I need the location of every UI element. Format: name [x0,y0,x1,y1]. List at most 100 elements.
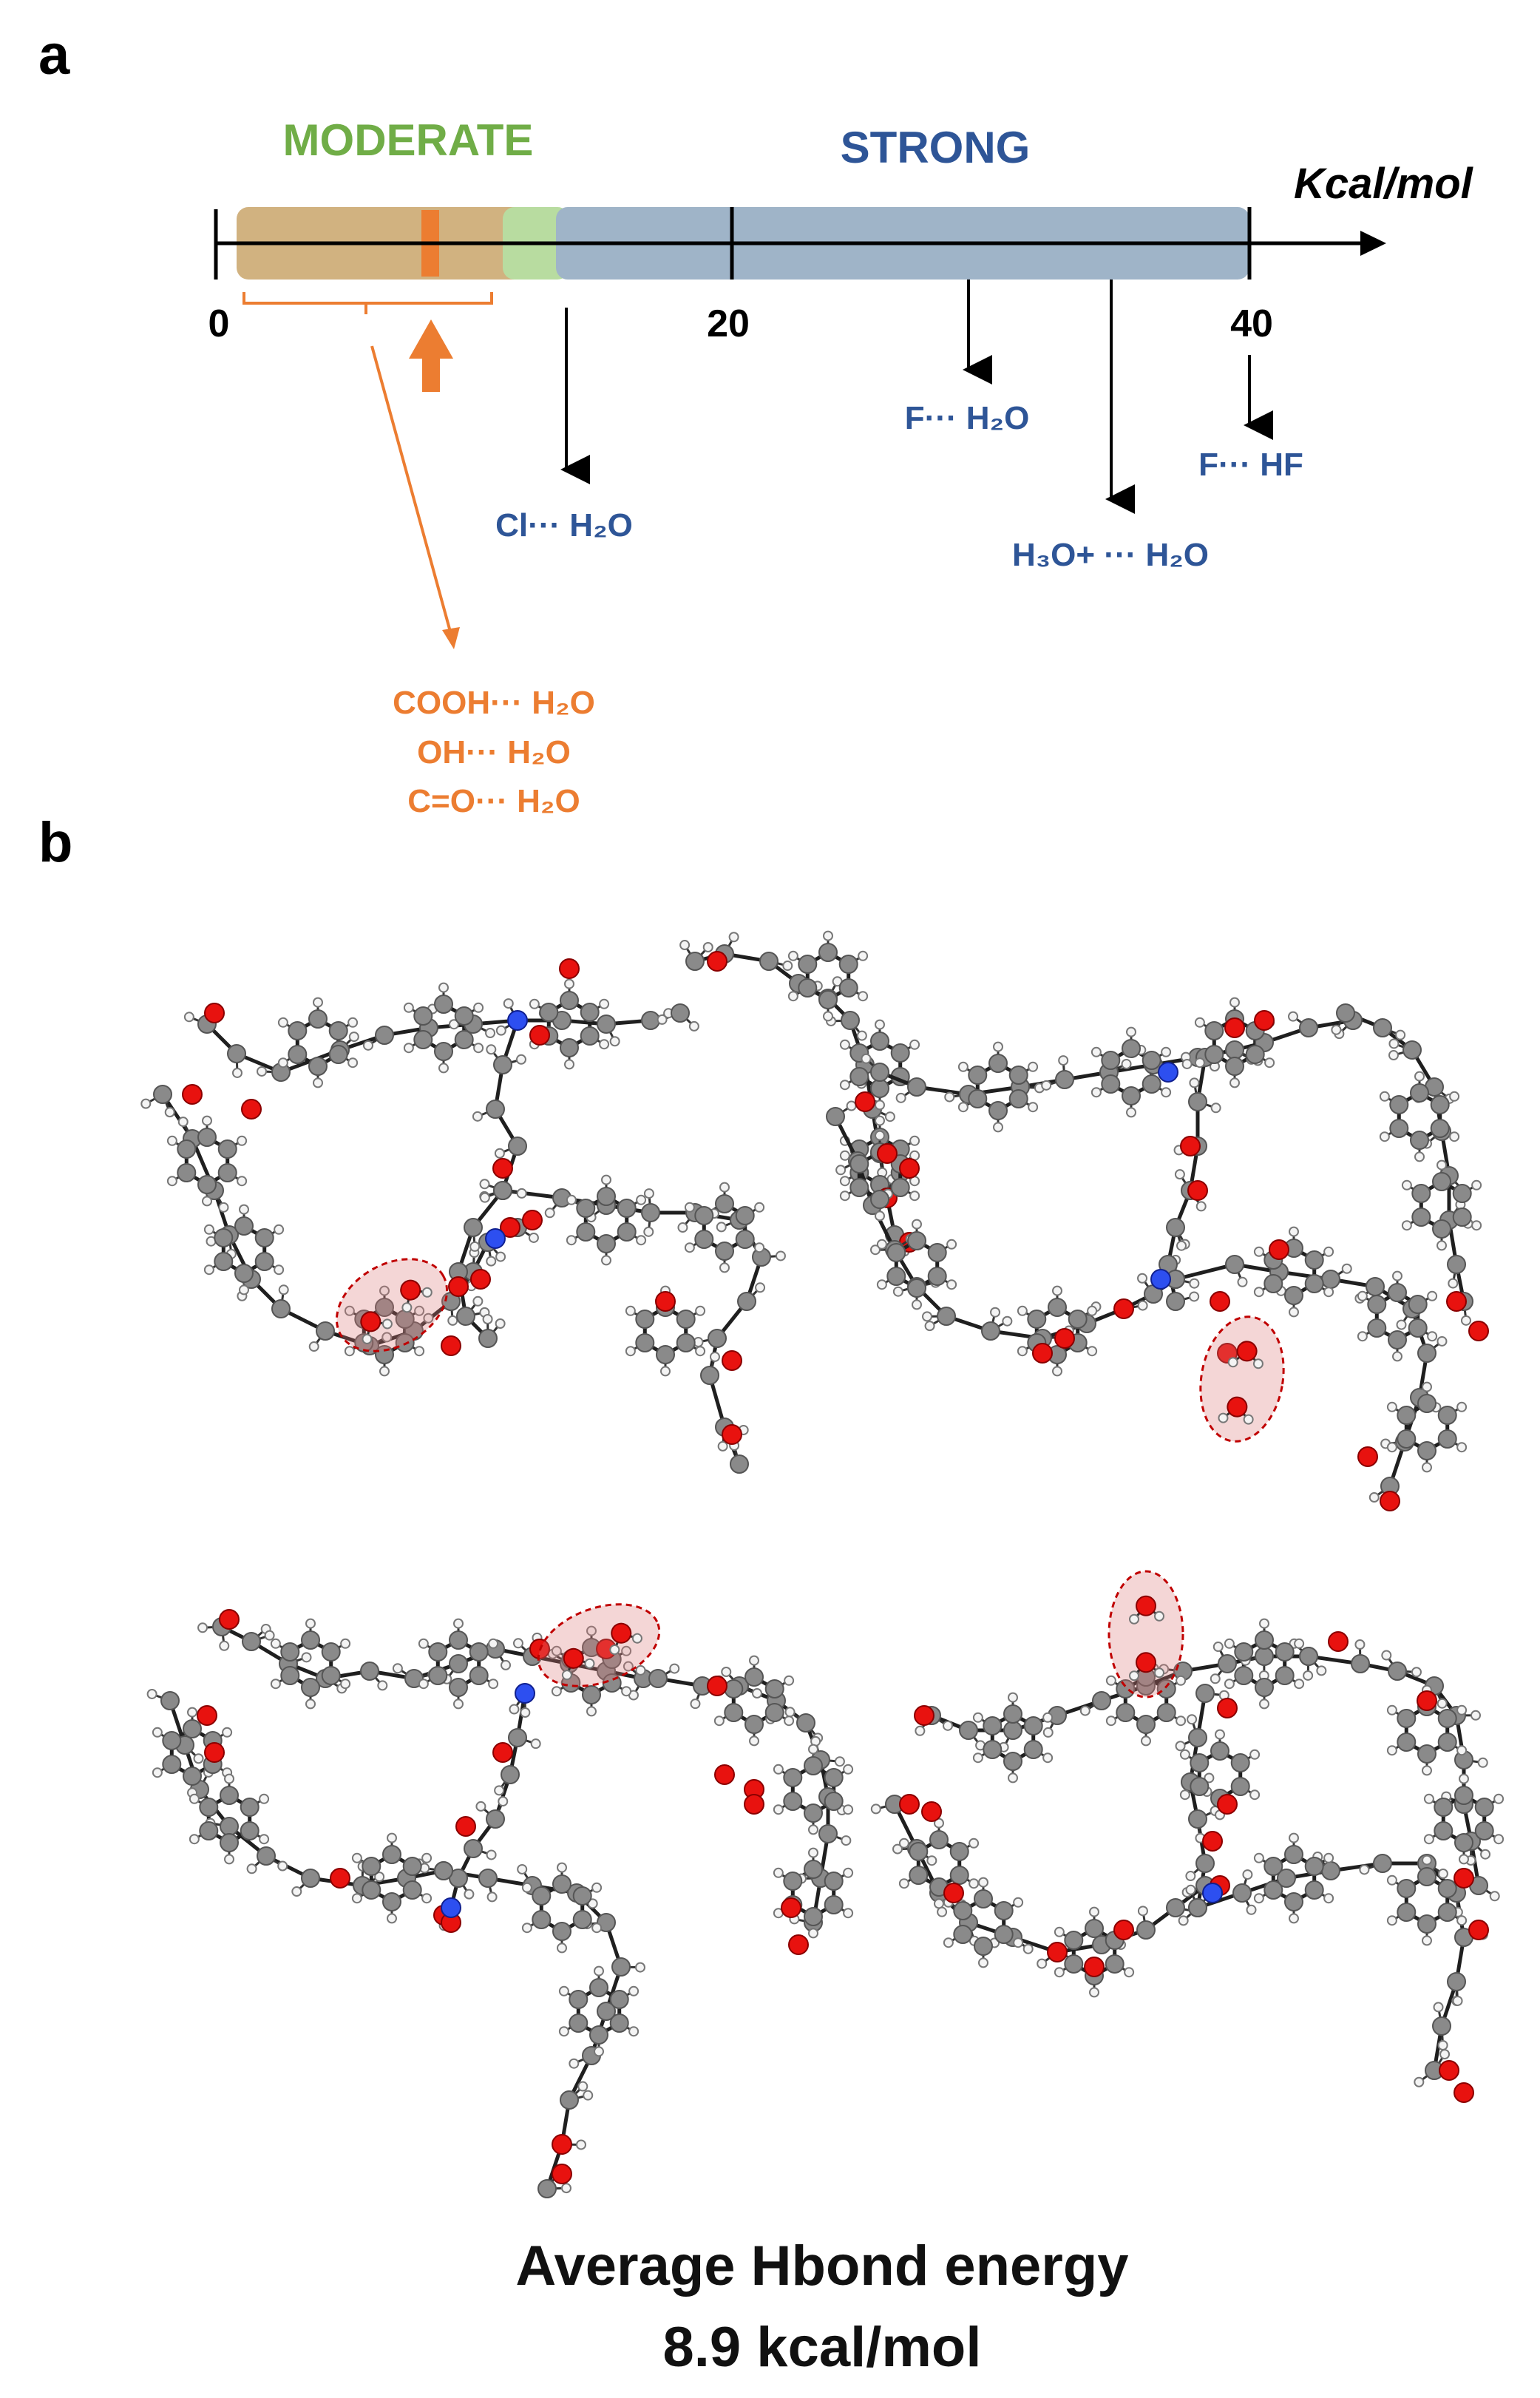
oxygen-atom [899,1794,920,1815]
nitrogen-atom [515,1683,535,1704]
strong-label: STRONG [841,123,1031,172]
oxygen-atom [552,2134,572,2155]
oxygen-atom [241,1099,262,1120]
oxygen-atom [1380,1491,1400,1511]
oxygen-atom [707,1676,727,1696]
oxygen-atom [1047,1942,1068,1962]
oxygen-atom [1417,1690,1437,1711]
water-oxygen [400,1279,421,1301]
oxygen-atom [1269,1239,1289,1260]
water-oxygen [563,1647,584,1669]
moderate-pointer [370,345,454,640]
oxygen-atom [441,1335,461,1356]
oxygen-atom [529,1025,550,1046]
oxygen-atom [330,1868,350,1889]
oxygen-atom [470,1269,491,1290]
hbond-water-highlight [537,1603,661,1687]
oxygen-atom [655,1291,676,1312]
nitrogen-atom [1158,1062,1178,1083]
label-cl-h2o: Cl··· H₂O [495,507,633,543]
hbond-water-highlight [1199,1315,1285,1443]
oxygen-atom [455,1816,476,1837]
oxygen-atom [1224,1017,1245,1038]
oxygen-atom [1217,1794,1238,1815]
bonds [152,1623,849,2190]
nitrogen-atom [485,1228,506,1249]
oxygen-atom [1180,1136,1201,1156]
atoms [826,997,1489,1511]
oxygen-atom [448,1276,469,1297]
molecule-snapshot-2 [826,997,1489,1511]
label-cooh-h2o: COOH··· H₂O [393,685,595,721]
nitrogen-atom [507,1010,528,1031]
axis-arrowhead [1360,231,1386,256]
label-f-hf: F··· HF [1198,447,1303,483]
water-oxygen [360,1311,381,1332]
bonds [145,935,915,1465]
bonds [875,1623,1499,2083]
moderate-label: MODERATE [283,115,534,165]
oxygen-atom [500,1217,520,1238]
moderate-bracket [242,292,493,314]
axis-unit-label: Kcal/mol [1294,160,1474,208]
oxygen-atom [1328,1631,1349,1652]
oxygen-atom [781,1897,801,1918]
atoms [870,1618,1505,2103]
oxygen-atom [197,1705,217,1726]
molecular-snapshots [140,930,1505,2198]
oxygen-atom [714,1764,735,1785]
oxygen-atom [1032,1343,1053,1364]
atoms [146,1609,854,2198]
oxygen-atom [1217,1698,1238,1718]
nitrogen-atom [441,1897,461,1918]
molecule-snapshot-4 [870,1570,1505,2103]
oxygen-atom [744,1794,764,1815]
oxygen-atom [559,958,580,979]
oxygen-atom [707,951,727,972]
label-oh-h2o: OH··· H₂O [417,734,571,770]
oxygen-atom [788,1934,809,1955]
oxygen-atom [1054,1328,1075,1349]
average-arrow-icon [409,319,453,392]
hbond-water-highlight [335,1258,449,1352]
oxygen-atom [1202,1831,1223,1852]
oxygen-atom [914,1705,934,1726]
water-oxygen [611,1622,632,1644]
hbond-water-highlight [1107,1570,1184,1698]
oxygen-atom [1084,1957,1105,1977]
oxygen-atom [1468,1920,1489,1940]
oxygen-atom [1254,1010,1275,1031]
oxygen-atom [492,1158,513,1179]
oxygen-atom [1453,1868,1474,1889]
oxygen-atom [877,1143,898,1164]
atoms [140,930,920,1474]
oxygen-atom [921,1801,942,1822]
oxygen-atom [552,2164,572,2184]
oxygen-atom [722,1350,742,1371]
oxygen-atom [1113,1298,1134,1319]
water-oxygen [1227,1396,1248,1418]
panel-a-letter: a [38,24,70,87]
water-oxygen [1136,1652,1156,1673]
nitrogen-atom [1202,1883,1223,1903]
oxygen-atom [1357,1446,1378,1467]
oxygen-atom [1187,1180,1208,1201]
water-oxygen [1236,1341,1258,1362]
tick-label-40: 40 [1230,302,1273,345]
oxygen-atom [943,1883,964,1903]
oxygen-atom [1113,1920,1134,1940]
label-co-h2o: C=O··· H₂O [407,783,580,819]
oxygen-atom [204,1742,225,1763]
nitrogen-atom [1150,1269,1171,1290]
oxygen-atom [1453,2082,1474,2103]
oxygen-atom [722,1424,742,1445]
panel-b-letter: b [38,811,72,874]
oxygen-atom [1468,1321,1489,1341]
label-f-h2o: F··· H₂O [905,400,1030,436]
summary-value: 8.9 kcal/mol [663,2316,982,2379]
water-oxygen [1136,1595,1156,1616]
oxygen-atom [1210,1291,1230,1312]
oxygen-atom [492,1742,513,1763]
molecule-snapshot-1 [140,930,920,1474]
